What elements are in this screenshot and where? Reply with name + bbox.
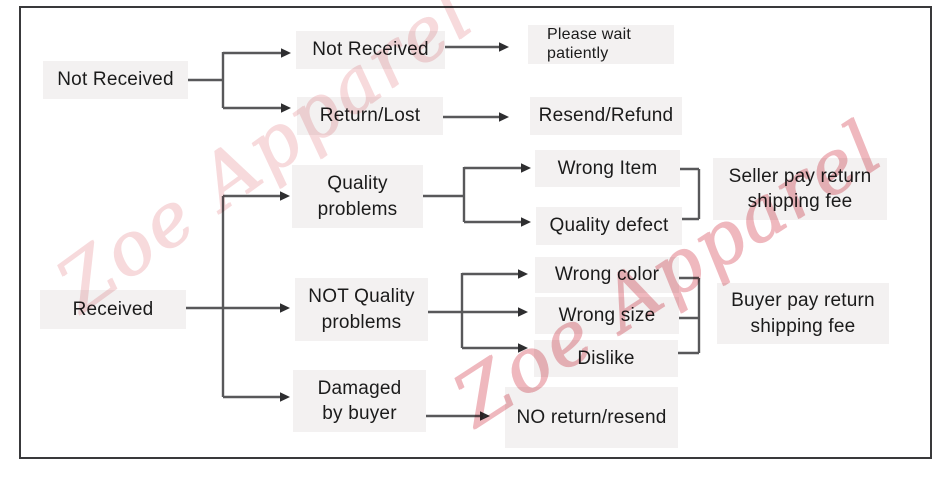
node-no-return-resend: NO return/resend: [505, 387, 678, 448]
outer-border: [19, 6, 932, 459]
node-return-lost: Return/Lost: [297, 97, 443, 135]
bracket-buyer-fee: [678, 276, 701, 355]
connector-not-quality-split: [428, 272, 519, 350]
arrowhead-to-return-lost: [281, 103, 291, 113]
node-buyer-pay-return-fee: Buyer pay return shipping fee: [717, 283, 889, 344]
arrowhead-to-no-return: [480, 411, 490, 421]
node-damaged-by-buyer: Damaged by buyer: [293, 370, 426, 432]
connector-quality-split: [423, 166, 522, 224]
node-received-root: Received: [40, 290, 186, 329]
arrowhead-to-damaged-by-buyer: [280, 392, 290, 402]
arrowhead-to-dislike: [518, 343, 528, 353]
node-wrong-color: Wrong color: [535, 257, 679, 293]
node-resend-refund: Resend/Refund: [530, 97, 682, 135]
arrowhead-to-wrong-item: [521, 163, 531, 173]
node-wrong-size: Wrong size: [535, 297, 679, 334]
connector-not-received-branch: [188, 51, 282, 110]
node-quality-defect: Quality defect: [536, 207, 682, 245]
arrowhead-to-quality-problems: [280, 191, 290, 201]
node-wrong-item: Wrong Item: [535, 150, 680, 187]
bracket-seller-fee: [680, 167, 701, 221]
connector-received-branch: [186, 194, 281, 399]
node-not-quality-problems: NOT Quality problems: [295, 278, 428, 341]
arrowhead-to-quality-defect: [521, 217, 531, 227]
arrowhead-to-not-quality-problems: [280, 303, 290, 313]
arrowhead-to-not-received-case: [281, 48, 291, 58]
arrowhead-to-please-wait: [499, 42, 509, 52]
arrowhead-to-wrong-color: [518, 269, 528, 279]
node-seller-pay-return-fee: Seller pay return shipping fee: [713, 158, 887, 220]
node-not-received-root: Not Received: [43, 61, 188, 99]
arrowhead-to-resend-refund: [499, 112, 509, 122]
node-please-wait-patiently: Please wait patiently: [528, 25, 674, 64]
node-dislike: Dislike: [534, 340, 678, 377]
node-not-received-case: Not Received: [296, 31, 445, 69]
arrowhead-to-wrong-size: [518, 307, 528, 317]
node-quality-problems: Quality problems: [292, 165, 423, 228]
